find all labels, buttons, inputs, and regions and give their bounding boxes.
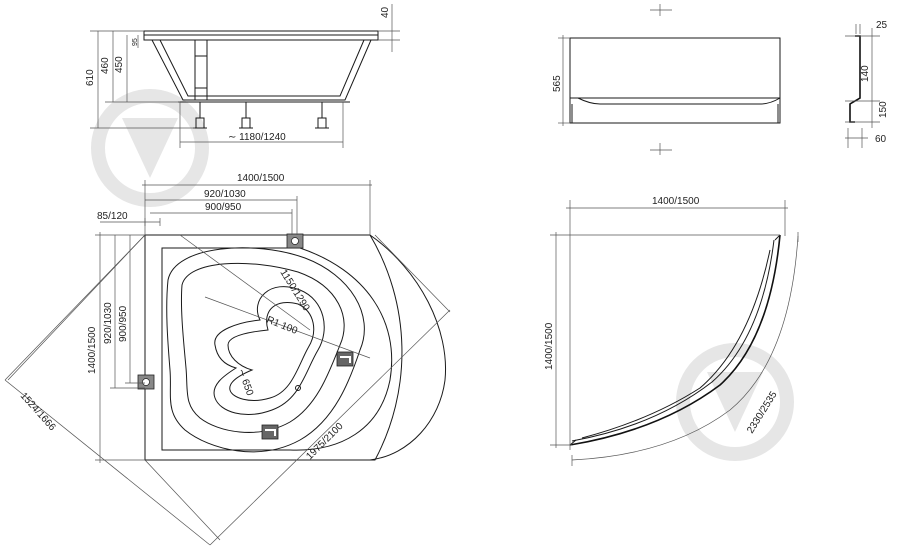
tub-leg	[193, 102, 207, 129]
depth-total-label: 610	[85, 69, 96, 86]
width-920-label: 920/1030	[204, 189, 246, 200]
height-total-label: 1400/1500	[87, 326, 98, 374]
profile-top-label: 25	[876, 20, 888, 31]
panel-elevation: 565	[552, 4, 781, 155]
valve-icon	[137, 374, 155, 390]
radius-label: R1 100	[265, 315, 299, 337]
inner-650-label: ∼ 650	[235, 367, 255, 397]
profile-60-label: 60	[875, 134, 887, 145]
side-view: 610 460 450 95 40 ∼ 1180/1240	[85, 4, 400, 148]
inner-rim	[161, 247, 393, 451]
depth-450-label: 450	[114, 56, 125, 73]
faucet-icon	[261, 424, 279, 440]
faucet-icon	[336, 351, 354, 367]
panel-height-label: 565	[552, 75, 563, 92]
height-920-label: 920/1030	[103, 302, 114, 344]
panel-top-view: 1400/1500 1400/1500 2330/2535	[544, 196, 799, 466]
diagonal-left-label: 1524/1666	[18, 391, 58, 434]
panel-profile: 25 140 150 60	[845, 20, 889, 148]
drain-icon	[295, 385, 301, 391]
profile-shape	[849, 35, 861, 123]
offset-label: 85/120	[97, 211, 128, 222]
diag-inner-label: 1150/1290	[277, 268, 311, 314]
tub-body	[151, 39, 372, 101]
height-900-label: 900/950	[118, 305, 129, 342]
panel-width-label: 1400/1500	[652, 196, 700, 207]
width-total-label: 1400/1500	[237, 173, 285, 184]
profile-150-label: 150	[878, 101, 889, 118]
basin-outer	[166, 247, 365, 453]
tub-leg	[315, 102, 329, 129]
panel-arc-outer	[569, 234, 781, 446]
tub-leg	[239, 102, 253, 129]
top-offset-label: 40	[380, 6, 391, 18]
tick-small-label: 95	[132, 38, 139, 46]
valve-icon	[286, 233, 304, 249]
profile-140-label: 140	[860, 65, 871, 82]
watermark-logo-left	[91, 89, 209, 207]
depth-460-label: 460	[100, 57, 111, 74]
diagonal-right-label: 1975/2100	[304, 421, 346, 463]
seat-shape	[213, 286, 325, 415]
length-label: ∼ 1180/1240	[228, 132, 286, 143]
panel-outline	[569, 37, 781, 124]
panel-height-top-label: 1400/1500	[544, 322, 555, 370]
top-view: R1 100 1150/1290 ∼ 650 1400/1500 920/103…	[4, 173, 451, 546]
basin-mid	[180, 262, 345, 433]
width-900-label: 900/950	[205, 202, 242, 213]
